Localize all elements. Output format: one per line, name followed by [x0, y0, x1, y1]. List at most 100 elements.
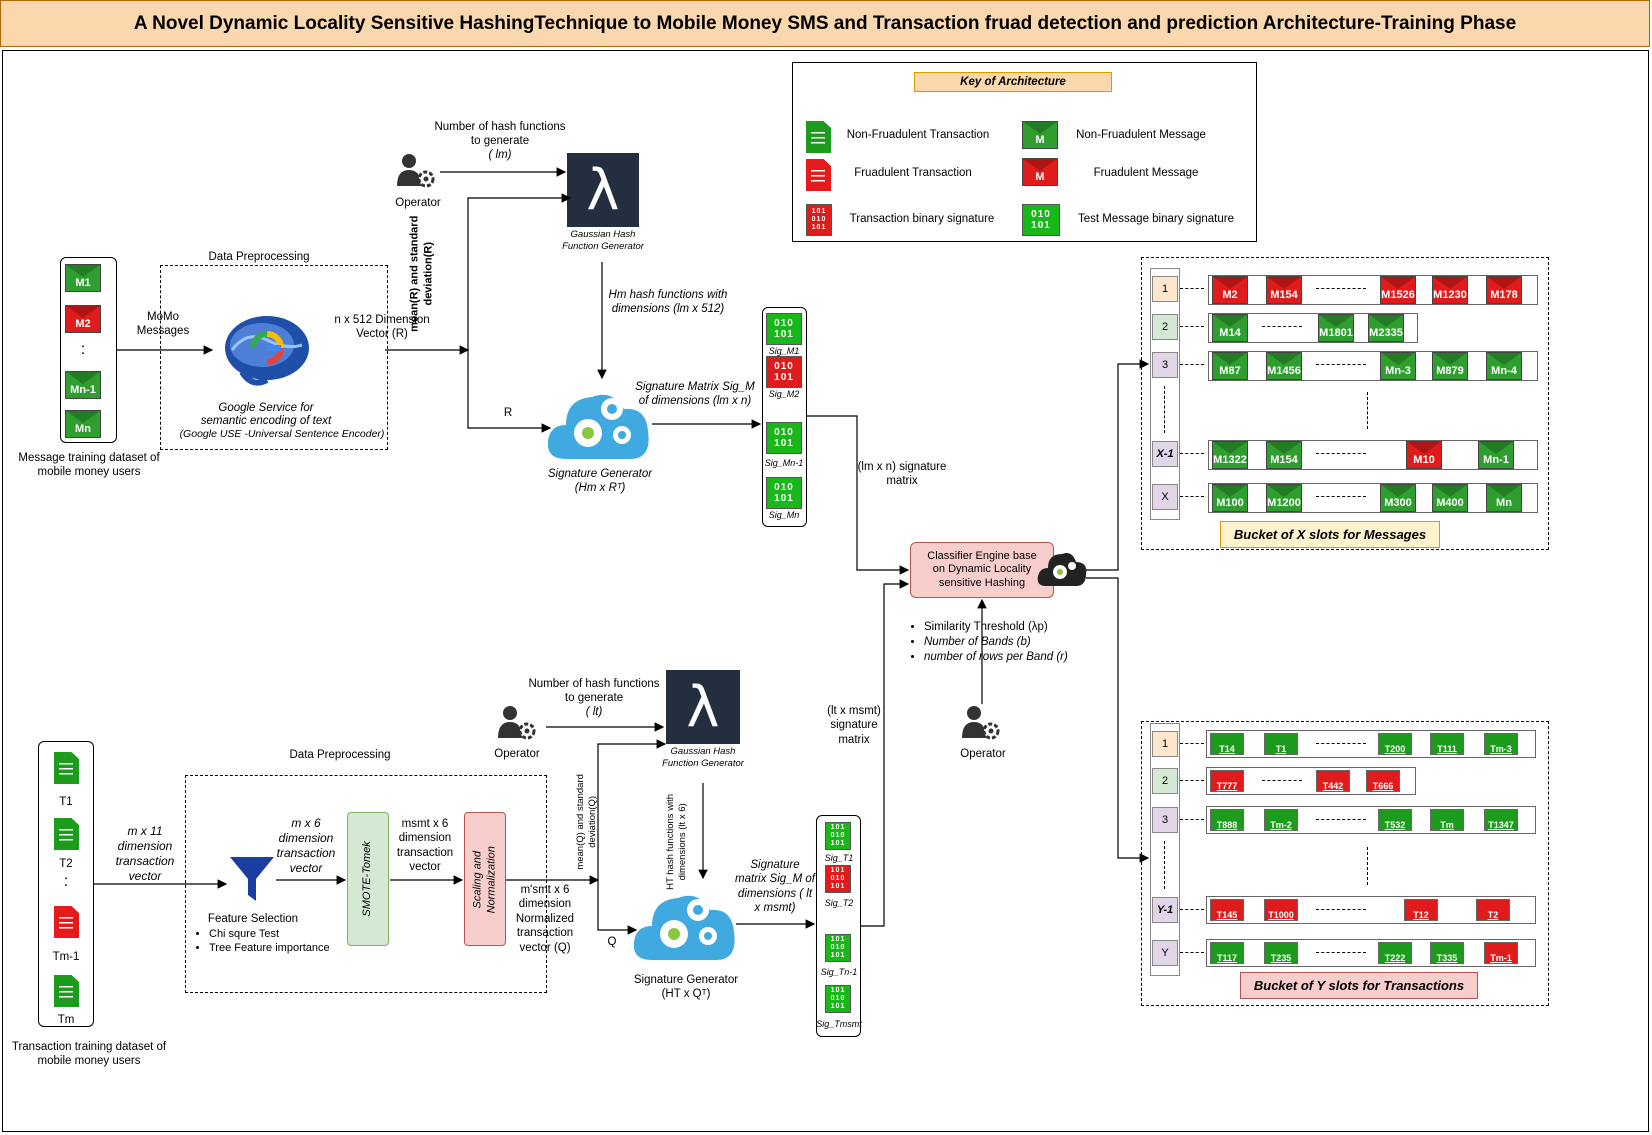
message_bucket-item-label: M178	[1490, 289, 1518, 301]
transaction-tm-1-label: Tm-1	[52, 951, 80, 963]
message_bucket-slot-row	[1208, 483, 1538, 513]
transaction_bucket-item: T532	[1378, 809, 1412, 831]
message_bucket-slot-arrow	[1180, 453, 1204, 454]
sig-t2-b1: 101	[830, 867, 846, 875]
key-fraud-transaction-icon	[806, 159, 831, 191]
message-hm-label: Hm hash functions with dimensions (lm x …	[608, 289, 728, 316]
message_bucket-slot-arrow	[1180, 496, 1204, 497]
sig-m1-b2: 101	[774, 329, 794, 340]
transaction-sig-gen-caption: Signature Generator	[633, 974, 739, 986]
message_bucket-slot-number: 1	[1152, 276, 1178, 302]
transaction_bucket-item: T14	[1210, 733, 1244, 755]
message_bucket-item-label: M10	[1413, 454, 1435, 466]
transaction-sig-t1-label: Sig_T1	[824, 853, 854, 863]
message_bucket-item-label: M154	[1270, 454, 1298, 466]
transaction-hash-count-var: ( lt)	[585, 706, 603, 718]
message_bucket-item: M1456	[1266, 352, 1302, 380]
key-fraud-message-icon: M	[1022, 158, 1058, 186]
transaction_bucket-slot-row	[1206, 730, 1536, 758]
transaction_bucket-item-label: T2	[1487, 910, 1499, 920]
sig-t2-b2: 010	[830, 875, 846, 883]
transaction_bucket-item: T2	[1476, 899, 1510, 921]
message-r-label: R	[503, 407, 513, 419]
message_bucket-slot-ellipsis	[1262, 326, 1302, 327]
key-non-fraud-transaction-label: Non-Fruadulent Transaction	[846, 129, 990, 141]
transaction-ellipsis: :	[63, 873, 69, 890]
sig-tn1-b1: 101	[830, 936, 846, 944]
message_bucket-item: M2335	[1368, 314, 1404, 342]
message_bucket-item-label: M300	[1384, 497, 1412, 509]
transaction_bucket-item: Tm	[1430, 809, 1464, 831]
key-title: Key of Architecture	[914, 72, 1112, 92]
message_bucket-item-label: M400	[1436, 497, 1464, 509]
message_bucket-item-label: M1322	[1213, 454, 1247, 466]
feature-selection-bullets: Chi squre Test Tree Feature importance	[193, 928, 330, 956]
message_bucket-item: M879	[1432, 352, 1468, 380]
transaction-lt-matrix-label: (lt x msmt) signature matrix	[827, 705, 881, 746]
transaction-cloud-icon	[633, 895, 735, 960]
key-non-fraud-transaction-icon	[806, 121, 831, 153]
transaction_bucket-slot-number: 1	[1152, 731, 1178, 757]
transaction_bucket-item-label: T532	[1384, 820, 1406, 830]
message_bucket-item: Mn-4	[1486, 352, 1522, 380]
transaction_bucket-item-label: Tm	[1440, 820, 1454, 830]
message-sig-gen-caption: Signature Generator	[547, 468, 653, 480]
transaction_bucket-item-label: T111	[1437, 744, 1457, 754]
sig-tn1-b2: 010	[830, 944, 846, 952]
key-message-binary-label: Test Message binary signature	[1078, 213, 1234, 225]
transaction_bucket-item-label: T666	[1372, 781, 1394, 791]
smote-box	[347, 812, 389, 946]
message-ellipsis: :	[80, 341, 86, 358]
feature-bullet-chi: Chi squre Test	[209, 928, 330, 942]
message_bucket-slot-arrow	[1180, 326, 1204, 327]
message_bucket-slot-ellipsis	[1316, 453, 1366, 454]
transaction-t1	[54, 752, 79, 784]
sig-mn1-b1: 010	[774, 427, 794, 438]
transaction-bucket-label: Bucket of Y slots for Transactions	[1240, 972, 1478, 999]
transaction_bucket-item-label: T235	[1270, 953, 1292, 963]
message_bucket-item-label: Mn-1	[1483, 454, 1509, 466]
feature-selection-label: Feature Selection	[207, 913, 299, 925]
sig-t1-b1: 101	[830, 824, 846, 832]
message-lambda-icon: λ	[567, 153, 639, 227]
sig-tm-b1: 101	[830, 987, 846, 995]
message_bucket-item-label: M154	[1270, 289, 1298, 301]
transaction_bucket-item-label: T145	[1216, 910, 1238, 920]
message-mn-label: Mn	[75, 423, 91, 435]
transaction_bucket-slot-number: Y-1	[1152, 897, 1178, 923]
transaction-sig-t2-label: Sig_T2	[824, 898, 854, 908]
classifier-bullet-rows: number of rows per Band (r)	[924, 650, 1068, 665]
transaction_bucket-slot-arrow	[1180, 743, 1204, 744]
message_bucket-slot-number: 3	[1152, 352, 1178, 378]
transaction_bucket-slot-row	[1206, 806, 1536, 834]
transaction_bucket-item: T777	[1210, 770, 1244, 792]
transaction_bucket-vertical-ellipsis-2	[1367, 847, 1368, 885]
message_bucket-slot-column	[1150, 268, 1180, 520]
key-msg-bin-1: 010	[1031, 209, 1051, 220]
transaction-lambda-icon: λ	[666, 670, 740, 744]
transaction-operator-label: Operator	[494, 748, 540, 760]
sig-m2-b1: 010	[774, 361, 794, 372]
sig-t2-b3: 101	[830, 882, 846, 890]
key-msg-icon-text-2: M	[1035, 171, 1045, 183]
transaction_bucket-slot-ellipsis	[1316, 952, 1366, 953]
sig-mn-b2: 101	[774, 493, 794, 504]
message_bucket-slot-ellipsis	[1316, 364, 1366, 365]
message_bucket-slot-ellipsis	[1316, 288, 1366, 289]
transaction_bucket-item-label: T222	[1384, 953, 1406, 963]
transaction_bucket-slot-ellipsis	[1316, 743, 1366, 744]
key-tx-bin-1: 101	[811, 208, 827, 216]
transaction-dataset-caption: Transaction training dataset of mobile m…	[11, 1041, 167, 1068]
sig-tn1-b3: 101	[830, 951, 846, 959]
feature-selection-funnel-icon	[230, 857, 274, 901]
transaction_bucket-vertical-ellipsis	[1164, 841, 1165, 889]
message-m2-label: M2	[75, 318, 91, 330]
classifier-engine: Classifier Engine base on Dynamic Locali…	[910, 542, 1054, 598]
